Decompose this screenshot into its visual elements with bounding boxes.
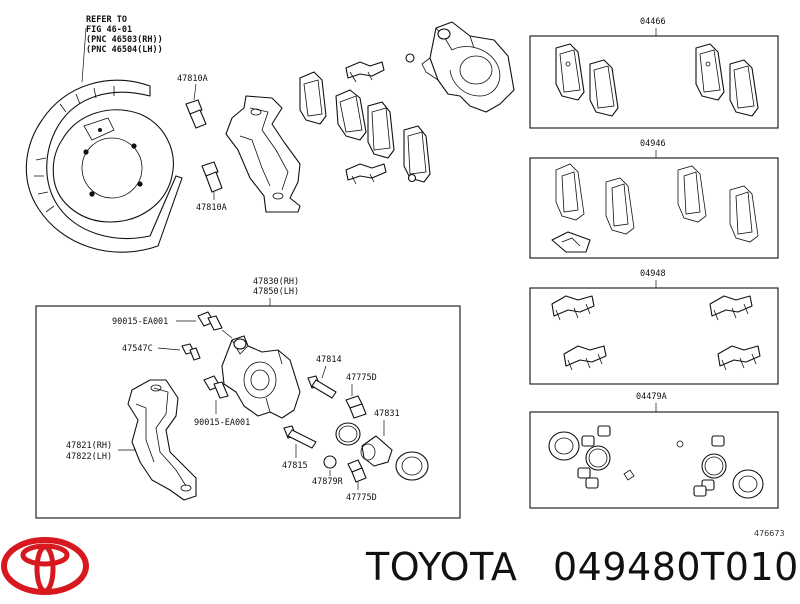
label-47810a-top: 47810A <box>177 74 208 84</box>
kit-label-04466: 04466 <box>640 17 666 27</box>
part-number: 049480T010 <box>553 545 799 589</box>
kit-04479a: 04479A <box>529 392 779 509</box>
refer-note-line-2: FIG 46-01 <box>86 25 132 35</box>
upper-brake-pads <box>299 71 431 183</box>
label-47830-rh: 47830(RH) <box>253 277 299 287</box>
label-47775d-bottom: 47775D <box>346 493 377 503</box>
refer-note-line-1: REFER TO <box>86 15 127 25</box>
label-47775d-top: 47775D <box>346 373 377 383</box>
kit-04466: 04466 <box>529 17 779 129</box>
label-47850-lh: 47850(LH) <box>253 287 299 297</box>
bolt-47810a-bottom: 47810A <box>196 161 227 213</box>
kit-label-04948: 04948 <box>640 269 666 279</box>
label-47821-rh: 47821(RH) <box>66 441 112 451</box>
bolt-47810a-top: 47810A <box>177 74 208 129</box>
drawing-number: 476673 <box>754 529 785 538</box>
caliper-assembly: 47830(RH) 47850(LH) 90015-EA001 47547C 9… <box>35 277 461 519</box>
kit-label-04479a: 04479A <box>636 392 667 402</box>
dust-shield <box>25 79 183 253</box>
toyota-logo <box>1 537 89 595</box>
label-90015-bottom: 90015-EA001 <box>194 418 250 428</box>
refer-note-line-4: (PNC 46504(LH)) <box>86 45 163 55</box>
upper-mount-bracket <box>225 95 301 213</box>
label-47879r: 47879R <box>312 477 344 487</box>
upper-pad-clips <box>345 53 417 185</box>
label-90015-top: 90015-EA001 <box>112 317 168 327</box>
upper-caliper <box>421 21 515 113</box>
kit-04946: 04946 <box>529 139 779 259</box>
label-47822-lh: 47822(LH) <box>66 452 112 462</box>
label-47810a-bottom: 47810A <box>196 203 227 213</box>
refer-note: REFER TO FIG 46-01 (PNC 46503(RH)) (PNC … <box>81 15 163 83</box>
label-47547c: 47547C <box>122 344 153 354</box>
kit-label-04946: 04946 <box>640 139 666 149</box>
kit-04948: 04948 <box>529 269 779 385</box>
refer-leader <box>81 27 87 83</box>
brand-name: TOYOTA <box>366 545 518 589</box>
label-47815: 47815 <box>282 461 308 471</box>
refer-note-line-3: (PNC 46503(RH)) <box>86 35 163 45</box>
label-47831: 47831 <box>374 409 400 419</box>
label-47814: 47814 <box>316 355 342 365</box>
